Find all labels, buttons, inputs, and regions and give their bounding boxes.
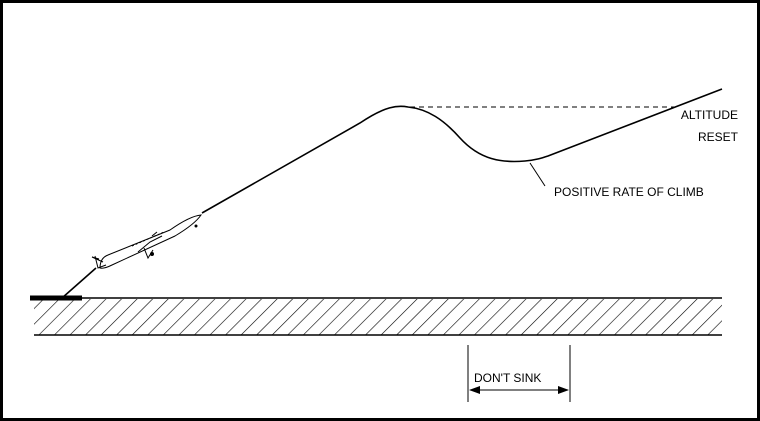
airplane-icon (91, 214, 202, 269)
altitude-reset-label-line2: RESET (698, 130, 739, 144)
dont-sink-right-arrowhead (558, 386, 569, 394)
flight-path (201, 88, 723, 214)
positive-rate-leader-line (529, 162, 546, 187)
ground-hatching (34, 299, 722, 335)
positive-rate-label: POSITIVE RATE OF CLIMB (554, 185, 704, 199)
dont-sink-label: DON'T SINK (474, 371, 541, 385)
altitude-reset-label-line1: ALTITUDE (681, 108, 738, 122)
takeoff-path-line (61, 267, 97, 299)
dont-sink-left-arrowhead (469, 386, 480, 394)
